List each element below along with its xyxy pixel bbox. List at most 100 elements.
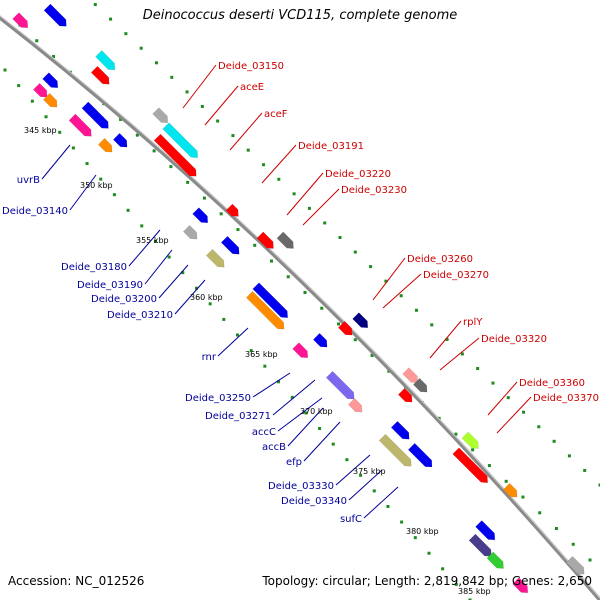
gene-feature	[292, 342, 309, 359]
tick-dot	[454, 432, 458, 436]
scale-label: 375 kbp	[353, 467, 386, 476]
tick-dot	[139, 46, 143, 50]
gene-feature	[12, 12, 29, 29]
tick-dot	[318, 427, 322, 431]
scale-label: 365 kbp	[245, 350, 278, 359]
forward-gene-label: Deide_03270	[423, 270, 489, 281]
gene-feature	[162, 122, 198, 158]
gene-feature	[347, 397, 363, 413]
gene-feature	[565, 555, 585, 575]
tick-dot	[522, 410, 526, 414]
gene-feature	[486, 551, 504, 569]
forward-gene-leader	[302, 188, 340, 226]
gene-feature	[390, 420, 410, 440]
tick-dot	[194, 286, 198, 290]
reverse-gene-leader	[252, 372, 291, 398]
tick-dot	[219, 212, 223, 216]
tick-dot	[471, 448, 475, 452]
gene-labels: Deide_03150aceEaceFDeide_03191Deide_0322…	[2, 61, 599, 525]
tick-dot	[353, 250, 357, 254]
forward-gene-label: Deide_03230	[341, 185, 407, 196]
tick-dot	[167, 255, 171, 259]
tick-dot	[476, 367, 480, 371]
tick-dot	[304, 411, 308, 415]
forward-gene-label: aceE	[240, 82, 264, 93]
tick-dot	[124, 32, 128, 36]
tick-dot	[208, 302, 212, 306]
tick-dot	[153, 239, 157, 243]
tick-dot	[370, 353, 374, 357]
tick-dot	[445, 337, 449, 341]
gene-feature	[312, 332, 328, 348]
gene-feature	[112, 132, 128, 148]
reverse-gene-label: Deide_03330	[268, 481, 334, 492]
tick-dot	[246, 148, 250, 152]
gene-feature	[252, 282, 288, 318]
forward-gene-leader	[204, 85, 239, 126]
gene-feature	[352, 312, 369, 329]
reverse-gene-leader	[144, 249, 173, 285]
gene-feature	[225, 203, 239, 217]
tick-dot	[277, 380, 281, 384]
forward-gene-label: aceF	[264, 109, 288, 120]
tick-dot	[338, 236, 342, 239]
tick-dot	[30, 99, 34, 103]
gene-feature	[502, 482, 518, 498]
tick-dot	[249, 349, 253, 353]
tick-dot	[269, 259, 273, 263]
reverse-gene-label: Deide_03190	[77, 280, 143, 291]
forward-gene-leader	[286, 172, 324, 216]
gene-feature	[402, 367, 419, 384]
topology-text: Topology: circular; Length: 2,819,842 bp…	[262, 574, 592, 588]
tick-dot	[35, 39, 39, 43]
tick-dot	[460, 352, 464, 356]
tick-dot	[202, 196, 206, 200]
tick-dot	[126, 208, 130, 212]
tick-dot	[399, 294, 403, 298]
reverse-gene-leader	[335, 454, 371, 486]
gene-feature	[90, 65, 110, 85]
tick-dot	[588, 558, 592, 562]
gene-feature	[256, 231, 274, 249]
reverse-gene-label: Deide_03250	[185, 393, 251, 404]
gene-feature	[337, 320, 353, 336]
tick-dot	[169, 165, 173, 169]
forward-gene-leader	[261, 144, 297, 184]
tick-dot	[3, 68, 7, 72]
tick-dot	[71, 146, 75, 150]
tick-dot	[303, 291, 307, 294]
tick-dot	[262, 163, 266, 167]
tick-dot	[135, 133, 139, 137]
reverse-gene-label: Deide_03180	[61, 262, 127, 273]
tick-dot	[320, 306, 324, 310]
reverse-gene-leader	[287, 407, 324, 447]
backbone	[0, 15, 600, 600]
gene-feature	[276, 231, 294, 249]
tick-dot	[468, 598, 472, 600]
reverse-gene-label: Deide_03210	[107, 310, 173, 321]
tick-dot	[263, 364, 267, 368]
gene-feature	[512, 577, 529, 594]
tick-dot	[384, 279, 388, 283]
tick-dot	[236, 333, 239, 337]
gene-feature	[68, 113, 92, 137]
forward-gene-label: Deide_03360	[519, 378, 585, 389]
gene-feature	[475, 520, 496, 541]
tick-dot	[286, 275, 290, 279]
tick-dot	[216, 119, 220, 123]
tick-dot	[222, 317, 226, 321]
tick-dot	[400, 520, 404, 524]
forward-gene-label: Deide_03220	[325, 169, 391, 180]
gene-feature	[192, 207, 209, 224]
reverse-gene-leader	[303, 421, 341, 462]
scale-label: 350 kbp	[80, 181, 113, 190]
tick-dot	[170, 75, 174, 79]
forward-gene-label: rplY	[463, 317, 483, 328]
scale-label: 345 kbp	[24, 126, 57, 135]
tick-dot	[487, 464, 491, 468]
reverse-gene-label: Deide_03200	[91, 294, 157, 305]
tick-dot	[52, 54, 56, 58]
